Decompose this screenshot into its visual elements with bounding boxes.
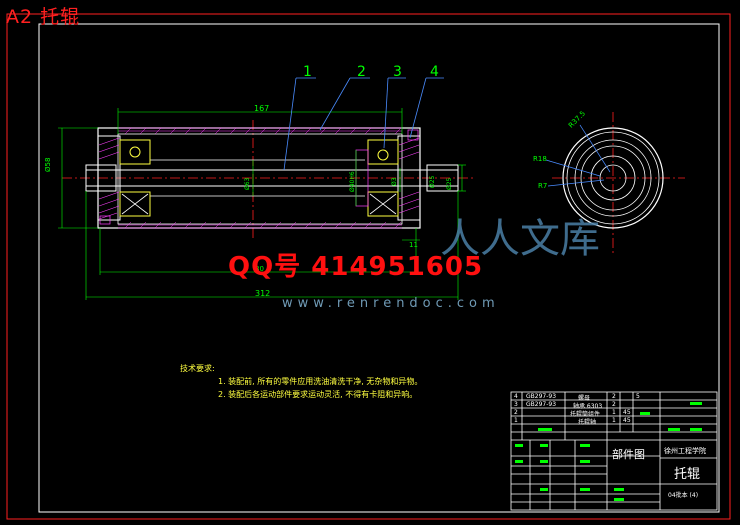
parts-row-no: 4 — [514, 393, 518, 400]
end-view-r-inner: R7 — [538, 182, 548, 190]
parts-row-qty: 2 — [612, 393, 616, 400]
dim-left-dia: Ø58 — [44, 157, 52, 172]
dim-small-right: 11 — [409, 241, 418, 249]
right-housing — [397, 135, 421, 221]
parts-row-qty: 2 — [612, 401, 616, 408]
parts-row-no: 2 — [514, 409, 518, 416]
dim-bottom-length: 312 — [255, 289, 271, 298]
dim-shaft-end: Ø25 — [446, 177, 453, 190]
parts-row-mat: 5 — [636, 393, 640, 400]
end-view-outer-circle — [562, 127, 664, 229]
part-number-1: 1 — [303, 64, 312, 80]
watermark-qq: QQ号 414951605 — [228, 252, 484, 282]
tech-item-1: 1. 装配前, 所有的零件应用洗油清洗干净, 无杂物和异物。 — [218, 377, 423, 386]
parts-row-no: 1 — [514, 417, 518, 424]
left-bearing — [119, 139, 151, 165]
section-view — [58, 77, 475, 300]
parts-row-mat: 45 — [623, 409, 631, 416]
dim-inner-dia: Ø40H6 — [349, 171, 356, 192]
parts-row-mat: 45 — [623, 417, 631, 424]
drawing-number: 04批本 (4) — [668, 492, 699, 499]
parts-row-code: GB297-93 — [526, 393, 557, 400]
sheet-title: A2 托辊 — [6, 6, 81, 28]
drawing-type: 部件图 — [612, 448, 645, 461]
tech-requirements: 技术要求: 1. 装配前, 所有的零件应用洗油清洗干净, 无杂物和异物。 2. … — [180, 362, 422, 401]
parts-row-no: 3 — [514, 401, 518, 408]
part-number-2: 2 — [357, 64, 366, 80]
parts-row-name: 轴承 6303 — [573, 403, 603, 410]
title-block-marks — [515, 402, 702, 501]
dim-bore-dia: Ø3 — [391, 177, 398, 186]
parts-row-qty: 1 — [612, 409, 616, 416]
parts-row-name: 托辊轴 — [578, 419, 597, 426]
part-name: 托辊 — [674, 467, 701, 482]
school-name: 徐州工程学院 — [664, 447, 706, 455]
part-number-4: 4 — [430, 64, 439, 80]
dim-shaft-dia: Ø25 — [429, 175, 436, 188]
parts-row-name: 螺母 — [578, 395, 591, 402]
watermark-url: www.renrendoc.com — [282, 296, 500, 311]
dim-mid-mark: 80 — [255, 265, 264, 273]
dim-top-length: 167 — [254, 104, 270, 113]
part-number-3: 3 — [393, 64, 402, 80]
tech-item-2: 2. 装配后各运动部件要求运动灵活, 不得有卡阻和异响。 — [218, 390, 418, 399]
watermark-logo: 人人文库 — [440, 216, 600, 262]
end-view — [545, 112, 685, 255]
left-housing — [97, 135, 121, 221]
dim-center-dia: Ø63 — [244, 177, 251, 190]
end-view-r-mid: R18 — [533, 155, 547, 163]
outer-frame — [6, 13, 731, 520]
inner-frame — [38, 23, 720, 513]
tech-heading: 技术要求: — [180, 364, 215, 373]
title-block-grid — [510, 391, 718, 511]
parts-row-qty: 1 — [612, 417, 616, 424]
parts-row-code: GB297-93 — [526, 401, 557, 408]
parts-row-name: 托辊筒组件 — [570, 411, 601, 418]
